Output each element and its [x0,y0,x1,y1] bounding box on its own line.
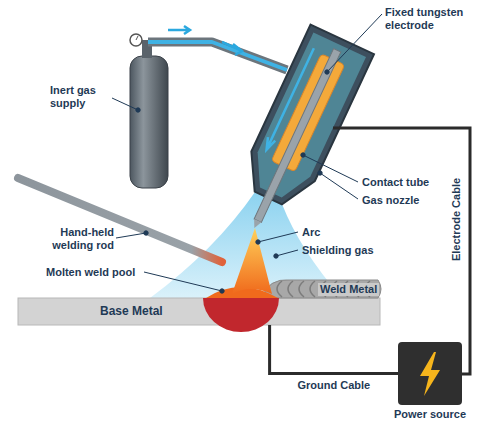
bead-ripple [299,281,304,297]
cable-label: Ground Cable [297,379,370,392]
part-label: Weld Metal [318,283,379,296]
power-source-box: Power source [398,342,462,405]
base-metal-band: Base Metal [18,298,388,325]
gas-flow [148,42,287,70]
ground-cable [270,325,398,374]
welding-arc [232,228,272,294]
lightning-bolt [420,352,440,396]
flow-arrow [222,42,242,55]
welding-torch [223,25,374,243]
bead-ripple [310,281,315,297]
bead-ripple [277,281,282,297]
bead-ripple [288,281,293,297]
node-label: Base Metal [18,298,388,325]
part-label: Fixed tungsten electrode [385,6,477,32]
part-label: Hand-held welding rod [36,226,114,252]
flow-arrow [168,26,190,34]
base-metal-plate [18,298,380,325]
part-label: Gas nozzle [362,194,419,207]
part-label: Inert gas supply [50,84,112,110]
part-label: Molten weld pool [46,266,135,279]
lightning-icon [398,342,462,405]
gas-pipe [148,42,287,70]
leader-lines [112,14,382,293]
welding-rod [18,178,222,262]
part-label: Shielding gas [302,244,374,257]
node-label: Power source [394,408,466,420]
molten-pool [203,298,279,332]
part-label: Contact tube [362,176,429,189]
gas-cylinder [130,34,168,188]
part-label: Arc [302,226,320,239]
weld-bead [262,280,381,298]
cable-label: Electrode Cable [450,170,463,270]
